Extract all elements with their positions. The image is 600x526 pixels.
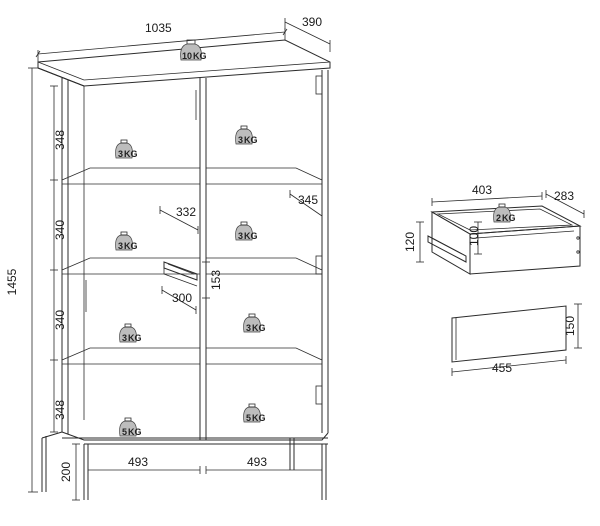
load-unit: KG [124, 241, 138, 251]
load-unit: KG [128, 333, 142, 343]
load-unit: KG [244, 231, 258, 241]
weight-icon: 5 KG [119, 417, 142, 437]
shelf-height-1: 348 [53, 130, 67, 150]
drawer-load-value: 2 [496, 213, 501, 223]
weight-icon: 3 KG [115, 139, 138, 159]
cabinet-width-label: 1035 [145, 21, 172, 35]
weight-icon: 3 KG [243, 313, 266, 333]
shelf-height-2: 340 [53, 220, 67, 240]
weight-icon: 3 KG [235, 125, 258, 145]
load-value: 3 [238, 135, 243, 145]
drawer-width-label: 403 [472, 183, 492, 197]
inner-depth-300: 300 [172, 291, 192, 305]
load-unit: KG [128, 427, 142, 437]
load-value: 5 [246, 413, 251, 423]
drawer-height-outer-label: 120 [403, 232, 417, 252]
drawer-drawing [427, 205, 582, 275]
load-value: 3 [122, 333, 127, 343]
shelf-height-4: 348 [53, 400, 67, 420]
load-value: 5 [122, 427, 127, 437]
leg-height-label: 200 [59, 462, 73, 482]
shelf-height-3: 340 [53, 310, 67, 330]
load-unit: KG [252, 413, 266, 423]
load-unit: KG [244, 135, 258, 145]
weight-top-unit: KG [193, 51, 207, 61]
weight-icon: 2 KG [493, 203, 516, 223]
weight-top-value: 10 [182, 51, 192, 61]
load-unit: KG [124, 149, 138, 159]
cabinet-depth-label: 390 [302, 15, 322, 29]
drawer-dimensions: 403 283 120 100 2 KG [403, 183, 585, 263]
drawer-height-inner-label: 100 [467, 226, 481, 246]
drawer-front-dimensions: 455 150 [451, 303, 582, 376]
load-value: 3 [246, 323, 251, 333]
load-unit: KG [252, 323, 266, 333]
drawer-slide-in-cabinet [163, 261, 198, 287]
weight-icon: 3 KG [119, 323, 142, 343]
inner-width-left: 493 [128, 455, 148, 469]
drawer-depth-label: 283 [554, 189, 574, 203]
inner-depth-332: 332 [176, 205, 196, 219]
cabinet-dimensions: 1035 390 1455 348 340 340 348 200 493 [5, 15, 331, 501]
front-width-label: 455 [492, 361, 512, 375]
cabinet-weights: 10 KG 3 KG 3 KG 3 KG 3 KG [115, 39, 266, 437]
front-height-label: 150 [563, 316, 577, 336]
weight-icon: 3 KG [235, 221, 258, 241]
weight-icon: 10 KG [180, 39, 207, 61]
slide-length-label: 153 [209, 270, 223, 290]
load-value: 3 [238, 231, 243, 241]
load-value: 3 [118, 149, 123, 159]
load-value: 3 [118, 241, 123, 251]
weight-icon: 5 KG [243, 403, 266, 423]
inner-width-right: 493 [247, 455, 267, 469]
drawer-load-unit: KG [502, 213, 516, 223]
weight-icon: 3 KG [115, 231, 138, 251]
cabinet-height-label: 1455 [5, 268, 19, 295]
inner-depth-345: 345 [298, 193, 318, 207]
cabinet-drawing [37, 39, 331, 500]
drawer-front-drawing [451, 305, 567, 363]
